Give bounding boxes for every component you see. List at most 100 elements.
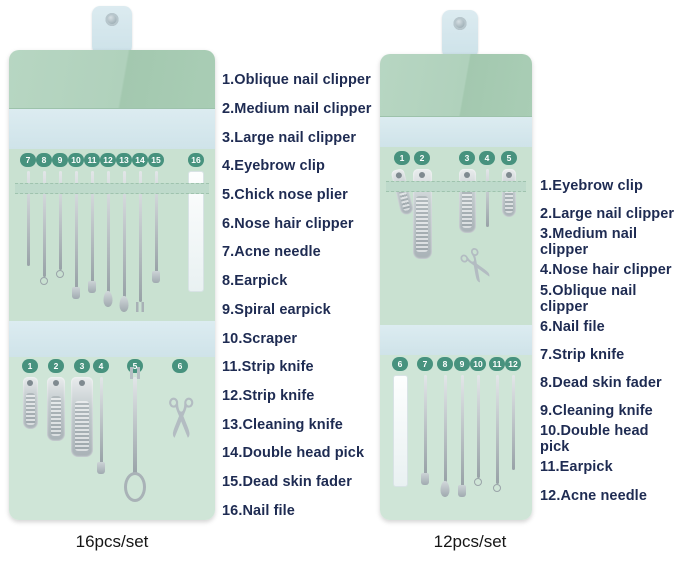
acne-needle-tool bbox=[26, 171, 30, 266]
list-item: 12.Acne needle bbox=[540, 487, 647, 504]
list-item: 13.Cleaning knife bbox=[222, 416, 343, 433]
tool-number-badge: 10 bbox=[470, 357, 486, 371]
list-item: 6.Nail file bbox=[540, 318, 605, 335]
medium-nail-clipper-tool bbox=[47, 377, 65, 441]
tool-number-badge: 9 bbox=[454, 357, 470, 371]
list-item: 11.Strip knife bbox=[222, 359, 314, 376]
case-band bbox=[9, 109, 215, 149]
tool-number-badge: 15 bbox=[148, 153, 164, 167]
list-item: 1.Eyebrow clip bbox=[540, 178, 643, 195]
tool-number-badge: 4 bbox=[93, 359, 109, 373]
tool-column: 15 bbox=[148, 153, 164, 272]
list-item: 5.Oblique nail clipper bbox=[540, 282, 637, 315]
tool-column: 2 bbox=[47, 359, 65, 441]
nose-hair-scissors-icon: ✂ bbox=[150, 395, 210, 441]
snap-tab bbox=[92, 6, 132, 54]
list-item: 3.Large nail clipper bbox=[222, 129, 357, 146]
tool-column: 9 bbox=[454, 357, 470, 486]
tool-column: 5 bbox=[127, 359, 143, 475]
tool-number-badge: 9 bbox=[52, 153, 68, 167]
tool-column: 7 bbox=[417, 357, 433, 474]
snap-button-icon bbox=[453, 17, 467, 30]
right-case-12pcs: 1 2 3 4 5 ✂ bbox=[380, 10, 532, 520]
medium-nail-clipper-tool bbox=[458, 169, 476, 233]
tool-column: 4 bbox=[479, 151, 495, 227]
list-item: 10.Double head pick bbox=[540, 423, 649, 456]
list-item: 6.Nose hair clipper bbox=[222, 215, 354, 232]
lower-tool-panel: 6 7 8 9 10 bbox=[380, 355, 532, 520]
lower-tool-panel: 1 2 3 4 5 bbox=[9, 357, 215, 520]
case-body: 7 8 9 10 11 bbox=[9, 50, 215, 520]
snap-button-icon bbox=[105, 13, 119, 26]
list-item: 15.Dead skin fader bbox=[222, 473, 352, 490]
left-pcs-label: 16pcs/set bbox=[75, 532, 149, 551]
tool-column: 12 bbox=[100, 153, 116, 292]
right-tool-list: 1.Eyebrow clip 2.Large nail clipper 3.Me… bbox=[540, 172, 676, 510]
cleaning-knife-tool bbox=[460, 375, 464, 486]
strip-knife-tool bbox=[90, 171, 94, 282]
tool-column: 2 bbox=[412, 151, 432, 259]
list-item: 7.Strip knife bbox=[540, 346, 625, 363]
case-band bbox=[380, 325, 532, 355]
tool-number-badge: 5 bbox=[501, 151, 517, 165]
upper-tool-panel: 7 8 9 10 11 bbox=[9, 149, 215, 321]
dead-skin-fader-tool bbox=[154, 171, 158, 272]
tool-column: 13 bbox=[116, 153, 132, 297]
right-pcs-label: 12pcs/set bbox=[433, 532, 507, 551]
list-item: 3.Medium nail clipper bbox=[540, 226, 638, 259]
tool-number-badge: 7 bbox=[20, 153, 36, 167]
case-band bbox=[9, 321, 215, 357]
tool-column: 14 bbox=[132, 153, 148, 302]
tool-number-badge: 12 bbox=[100, 153, 116, 167]
list-item: 16.Nail file bbox=[222, 502, 295, 519]
list-item: 5.Chick nose plier bbox=[222, 187, 348, 204]
strip-knife-tool bbox=[106, 171, 110, 292]
list-item: 8.Earpick bbox=[222, 273, 288, 290]
tool-column: 8 bbox=[437, 357, 453, 482]
list-item: 2.Large nail clipper bbox=[540, 206, 675, 223]
tool-column: 7 bbox=[20, 153, 36, 266]
list-item: 4.Eyebrow clip bbox=[222, 158, 325, 175]
tool-number-badge: 11 bbox=[489, 357, 505, 371]
list-item: 4.Nose hair clipper bbox=[540, 262, 672, 279]
tool-number-badge: 2 bbox=[48, 359, 64, 373]
tool-column: 11 bbox=[489, 357, 505, 484]
list-item: 11.Earpick bbox=[540, 459, 613, 476]
left-case-16pcs: 7 8 9 10 11 bbox=[9, 6, 215, 520]
tool-column: 10 bbox=[68, 153, 84, 288]
acne-needle-tool bbox=[511, 375, 515, 470]
dead-skin-fader-tool bbox=[443, 375, 447, 482]
tool-number-badge: 8 bbox=[36, 153, 52, 167]
large-nail-clipper-tool bbox=[71, 377, 93, 457]
scraper-tool bbox=[74, 171, 78, 288]
tool-number-badge: 12 bbox=[505, 357, 521, 371]
case-flap bbox=[380, 54, 532, 117]
tool-number-badge: 6 bbox=[392, 357, 408, 371]
tool-number-badge: 8 bbox=[437, 357, 453, 371]
tool-number-badge: 2 bbox=[414, 151, 430, 165]
strip-knife-tool bbox=[423, 375, 427, 474]
tool-column: 3 bbox=[458, 151, 476, 233]
cleaning-knife-tool bbox=[122, 171, 126, 297]
eyebrow-clip-tool bbox=[99, 377, 103, 463]
upper-tool-panel: 1 2 3 4 5 ✂ bbox=[380, 147, 532, 325]
case-band bbox=[380, 117, 532, 147]
tool-column: 9 bbox=[52, 153, 68, 270]
eyebrow-clip-tool bbox=[390, 168, 414, 216]
list-item: 1.Oblique nail clipper bbox=[222, 72, 371, 89]
oblique-nail-clipper-tool bbox=[22, 377, 38, 429]
tool-number-badge: 11 bbox=[84, 153, 100, 167]
tool-column: 1 bbox=[390, 151, 414, 216]
tool-number-badge: 3 bbox=[74, 359, 90, 373]
elastic-strap bbox=[386, 181, 526, 192]
tool-column: 10 bbox=[470, 357, 486, 478]
tool-number-badge: 7 bbox=[417, 357, 433, 371]
elastic-strap bbox=[15, 183, 209, 194]
nail-file-tool bbox=[188, 171, 204, 292]
list-item: 9.Spiral earpick bbox=[222, 301, 331, 318]
list-item: 10.Scraper bbox=[222, 330, 298, 347]
tool-number-badge: 6 bbox=[172, 359, 188, 373]
list-item: 9.Cleaning knife bbox=[540, 403, 653, 420]
grooming-scissors-icon: ✂ bbox=[444, 238, 506, 296]
